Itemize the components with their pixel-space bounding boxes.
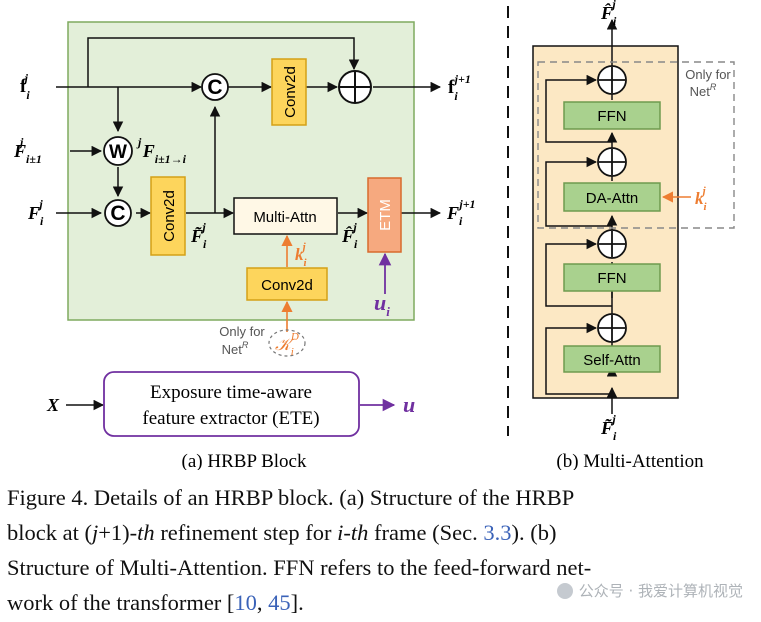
- kd-label: 𝒦iD: [275, 331, 299, 358]
- self-attn-block: [563, 345, 661, 373]
- panel-a-caption: (a) HRBP Block: [182, 451, 307, 470]
- panel-b: Self-Attn FFN DA-Attn FFN: [532, 0, 735, 470]
- hrbp-block-background: [67, 21, 415, 321]
- multi-attn-block: [233, 197, 338, 235]
- caption-text-1: Figure 4. Details of an HRBP block. (a) …: [7, 485, 575, 510]
- conv2d-k-label: Conv2d: [261, 277, 313, 294]
- section-ref-link[interactable]: 3.3: [483, 520, 512, 545]
- warp-op: [103, 136, 133, 166]
- citation-link-10[interactable]: 10: [234, 590, 257, 615]
- ffn-top-label: FFN: [597, 108, 626, 125]
- caption-line-2: block at (j+1)-th refinement step for i-…: [7, 520, 557, 545]
- wechat-icon: [556, 583, 573, 599]
- hrbp-diagram: C Conv2d W C Conv2d Multi-Attn ETM Conv2…: [13, 0, 735, 470]
- input-label-b: F̃ij: [600, 412, 617, 443]
- self-attn-label: Self-Attn: [583, 352, 641, 369]
- conv2d-top-block: [271, 58, 307, 126]
- panel-a-math-labels: fij Fi±1j Fi±1→ij Fij F̃ij F̂ij kij ui: [13, 71, 476, 358]
- kd-dashed-ellipse: [268, 329, 306, 357]
- add-op-2: [597, 229, 627, 259]
- caption-line-4: work of the transformer [10, 45].: [7, 590, 304, 615]
- multi-attn-label: Multi-Attn: [253, 209, 316, 226]
- add-op-1: [597, 313, 627, 343]
- conv2d-mid-label: Conv2d: [161, 190, 178, 242]
- citation-link-45[interactable]: 45: [268, 590, 291, 615]
- residual-loop-3: [545, 156, 612, 227]
- skip-connection-arrow: [87, 37, 360, 87]
- output-label-b: F̂ij: [600, 0, 617, 28]
- caption-line-1: Figure 4. Details of an HRBP block. (a) …: [7, 484, 574, 512]
- only-for-label-b-2: NetR: [690, 82, 717, 99]
- conv2d-mid-block: [150, 176, 186, 256]
- F-output-label: Fij+1: [446, 197, 476, 228]
- f-output-label: fij+1: [448, 72, 471, 103]
- concat-op-top-label: C: [207, 76, 222, 99]
- ftilde-label: F̃ij: [190, 220, 207, 251]
- panel-a: C Conv2d W C Conv2d Multi-Attn ETM Conv2…: [13, 21, 476, 470]
- F-input-label: Fij: [27, 197, 44, 228]
- da-attn-label: DA-Attn: [586, 190, 639, 207]
- warp-op-label: W: [109, 142, 127, 163]
- concat-op-top: [201, 73, 229, 101]
- panel-b-caption: (b) Multi-Attention: [556, 451, 704, 470]
- watermark-text: 公众号 · 我爱计算机视觉: [578, 582, 743, 600]
- etm-block: [367, 177, 402, 253]
- residual-loop-2: [545, 238, 612, 307]
- etm-label: ETM: [377, 199, 394, 231]
- concat-op-bottom-label: C: [110, 202, 125, 225]
- x-input-label: X: [46, 395, 60, 415]
- u-i-label: ui: [374, 290, 390, 319]
- k-label-b: kij: [695, 185, 708, 213]
- only-for-label-a-2: NetR: [222, 340, 249, 357]
- ete-label-line1: Exposure time-aware: [150, 382, 312, 403]
- conv2d-k-block: [246, 267, 328, 301]
- watermark: 公众号 · 我爱计算机视觉: [556, 580, 743, 601]
- add-op-3: [597, 147, 627, 177]
- ffn-bottom-label: FFN: [597, 270, 626, 287]
- u-output-label: u: [403, 392, 415, 417]
- da-attn-block: [563, 182, 661, 212]
- k-label: kij: [295, 241, 308, 269]
- conv2d-top-label: Conv2d: [282, 66, 299, 118]
- warped-feature-label: Fi±1→ij: [136, 135, 187, 166]
- ffn-bottom-block: [563, 263, 661, 292]
- multi-attention-background: [532, 45, 679, 399]
- fhat-label: F̂ij: [341, 220, 358, 251]
- caption-line-3: Structure of Multi-Attention. FFN refers…: [7, 555, 592, 580]
- only-for-label-b-1: Only for: [685, 67, 731, 82]
- ete-label-line2: feature extractor (ETE): [142, 408, 319, 429]
- ete-block: [103, 371, 360, 437]
- ffn-top-block: [563, 101, 661, 130]
- f-input-label: fij: [20, 71, 30, 102]
- only-for-net-r-region: [537, 61, 735, 229]
- residual-loop-1: [545, 322, 612, 395]
- concat-op-bottom: [104, 199, 132, 227]
- neighbor-input-label: Fi±1j: [13, 135, 42, 166]
- add-op-4: [597, 65, 627, 95]
- residual-loop-4: [545, 74, 612, 143]
- only-for-label-a-1: Only for: [219, 324, 265, 339]
